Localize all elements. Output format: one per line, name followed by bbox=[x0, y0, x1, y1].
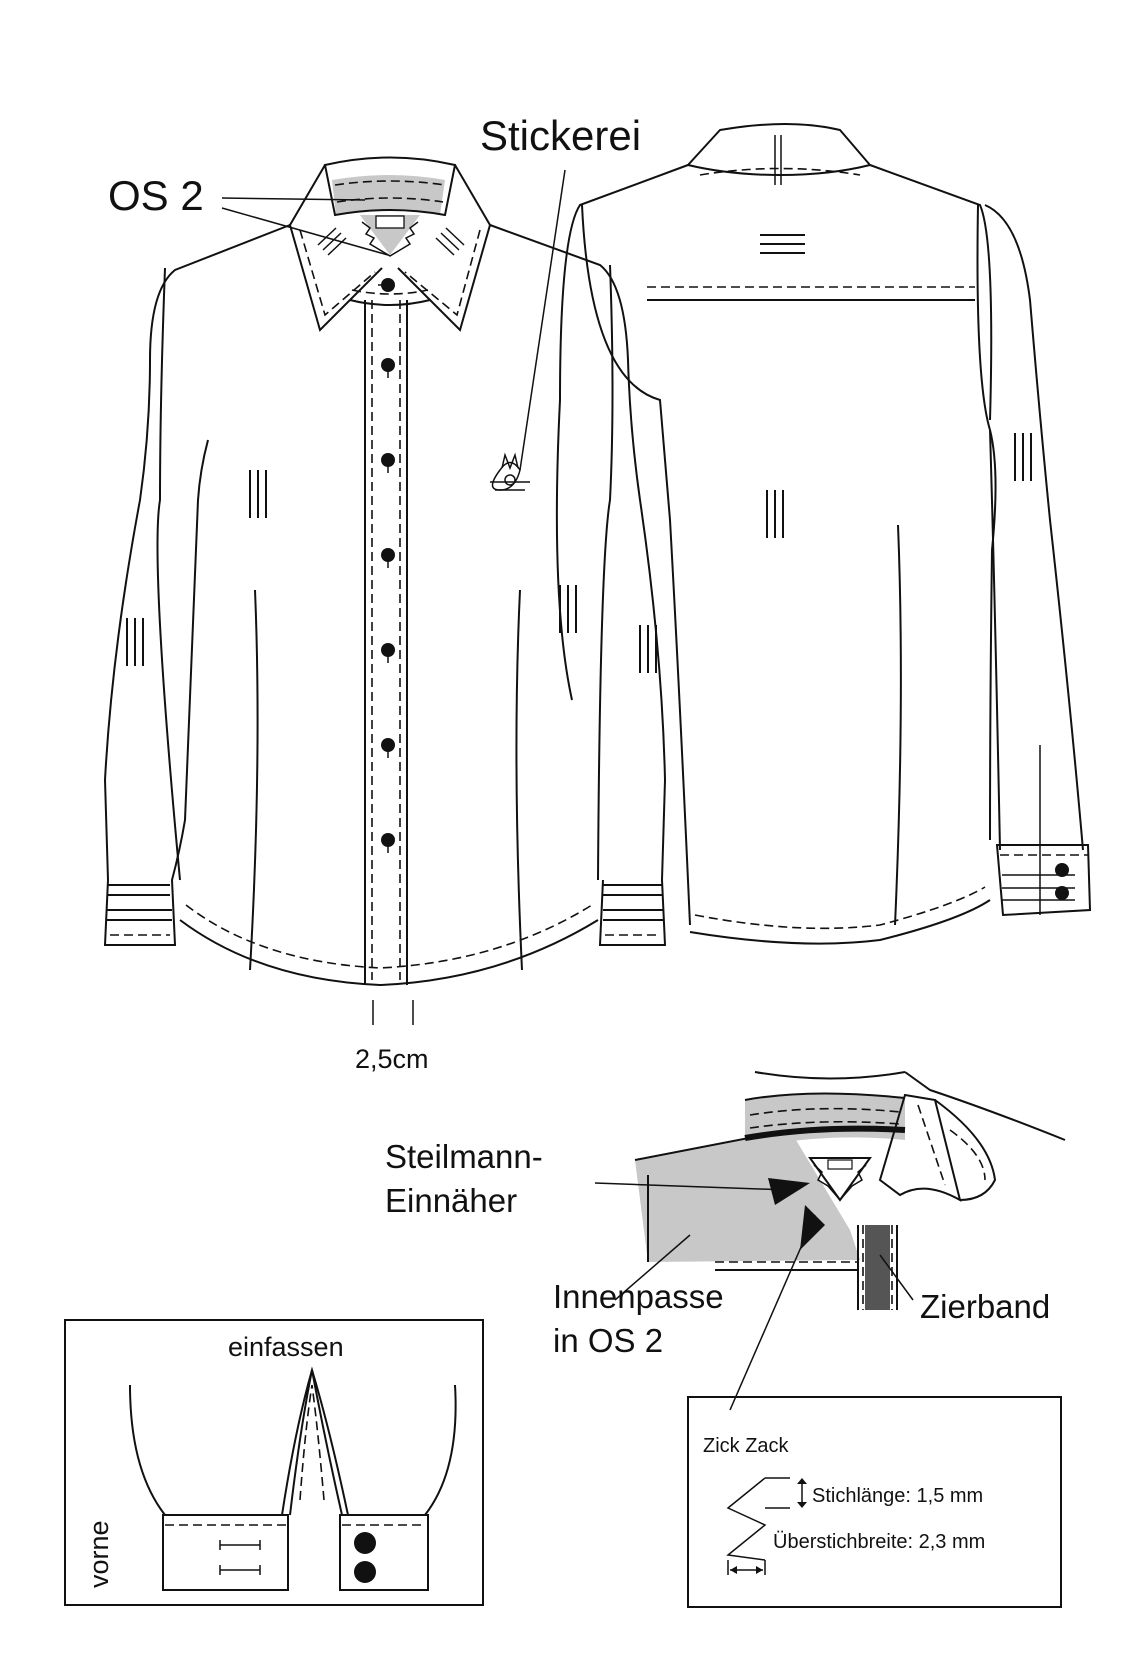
innenpasse-label-line2: in OS 2 bbox=[553, 1322, 663, 1359]
overlock-width-label: Überstichbreite: 2,3 mm bbox=[773, 1531, 985, 1553]
leader-lines bbox=[221, 169, 914, 1411]
placket-width-label: 2,5cm bbox=[355, 1044, 429, 1074]
zierband-label: Zierband bbox=[920, 1288, 1050, 1325]
cuff-box-side-label: vorne bbox=[84, 1520, 114, 1588]
stitch-box-title: Zick Zack bbox=[703, 1435, 790, 1457]
steilmann-label-line1: Steilmann- bbox=[385, 1138, 543, 1175]
front-shirt-view bbox=[103, 156, 667, 1025]
cuff-detail-box: einfassen vorne bbox=[64, 1319, 484, 1606]
cuff-box-title: einfassen bbox=[228, 1332, 344, 1362]
steilmann-label-line2: Einnäher bbox=[385, 1182, 517, 1219]
embroidery-logo-icon bbox=[490, 452, 530, 491]
zigzag-stitch-icon bbox=[726, 1477, 767, 1561]
innenpasse-label-line1: Innenpasse bbox=[553, 1278, 724, 1315]
stickerei-label: Stickerei bbox=[480, 112, 641, 159]
collar-detail-view bbox=[634, 1071, 1066, 1310]
stitch-detail-box: Zick Zack Stichlänge: 1,5 mm Überstichbr… bbox=[687, 1396, 1062, 1608]
front-buttons bbox=[378, 278, 395, 853]
os2-label: OS 2 bbox=[108, 172, 204, 219]
stitch-length-label: Stichlänge: 1,5 mm bbox=[812, 1485, 983, 1507]
back-shirt-view bbox=[555, 123, 1092, 945]
